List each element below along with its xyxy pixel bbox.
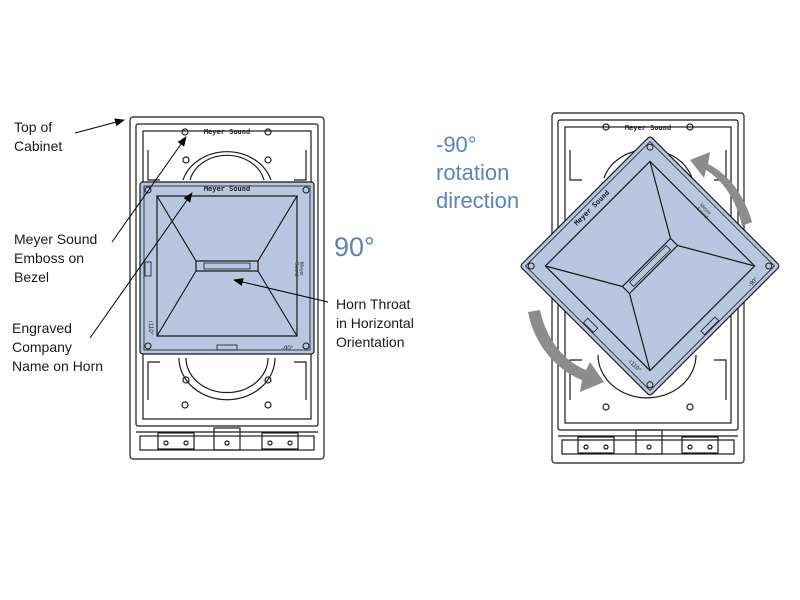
horn-badge-left-line1: Meyer <box>298 262 304 276</box>
horn-engraving-left: Meyer Sound <box>204 185 250 193</box>
label-emboss-on-bezel: Meyer Sound Emboss on Bezel <box>14 230 97 287</box>
label-horn-throat: Horn Throat in Horizontal Orientation <box>336 295 414 352</box>
angle-mark-side-left: ↕110° <box>147 320 153 336</box>
label-line: Engraved <box>12 320 72 336</box>
label-line: Horn Throat <box>336 296 411 312</box>
label-line: Bezel <box>14 269 50 285</box>
rotation-arrows <box>528 152 752 392</box>
bezel-engraving-left: Meyer Sound <box>204 128 250 136</box>
label-line: Emboss on <box>14 250 85 266</box>
label-line: Cabinet <box>14 138 63 154</box>
bezel-engraving-right: Meyer Sound <box>625 124 671 132</box>
label-line: Name on Horn <box>12 358 104 374</box>
angle-mark-bottom-left: -90° <box>282 346 294 352</box>
label-top-of-cabinet: Top of Cabinet <box>14 118 62 156</box>
rotation-line: rotation <box>436 160 510 185</box>
leader-top-cabinet <box>74 118 125 134</box>
rotation-direction-label: -90° rotation direction <box>436 131 519 215</box>
horn-badge-left-line2: Sound <box>293 262 299 277</box>
leader-lines <box>74 118 329 339</box>
label-line: Top of <box>14 119 53 135</box>
leader-emboss <box>111 136 187 243</box>
rotation-line: -90° <box>436 132 477 157</box>
left-horn: Meyer Sound Meyer Sound ↕110° -90° <box>139 181 315 355</box>
right-horn: Meyer Sound Meyer Sound ↕110° -90° <box>520 136 780 396</box>
rotation-arrow-upper <box>690 152 752 226</box>
label-engraved-company-name: Engraved Company Name on Horn <box>12 319 103 376</box>
rotation-arrow-lower <box>528 310 604 392</box>
left-angle-label: 90° <box>334 232 375 262</box>
label-line: Orientation <box>336 334 405 350</box>
label-line: Meyer Sound <box>14 231 98 247</box>
rotation-line: direction <box>436 188 520 213</box>
label-line: in Horizontal <box>336 315 414 331</box>
leader-engraved <box>89 192 193 339</box>
label-line: Company <box>12 339 72 355</box>
leader-horn-throat <box>233 278 329 303</box>
